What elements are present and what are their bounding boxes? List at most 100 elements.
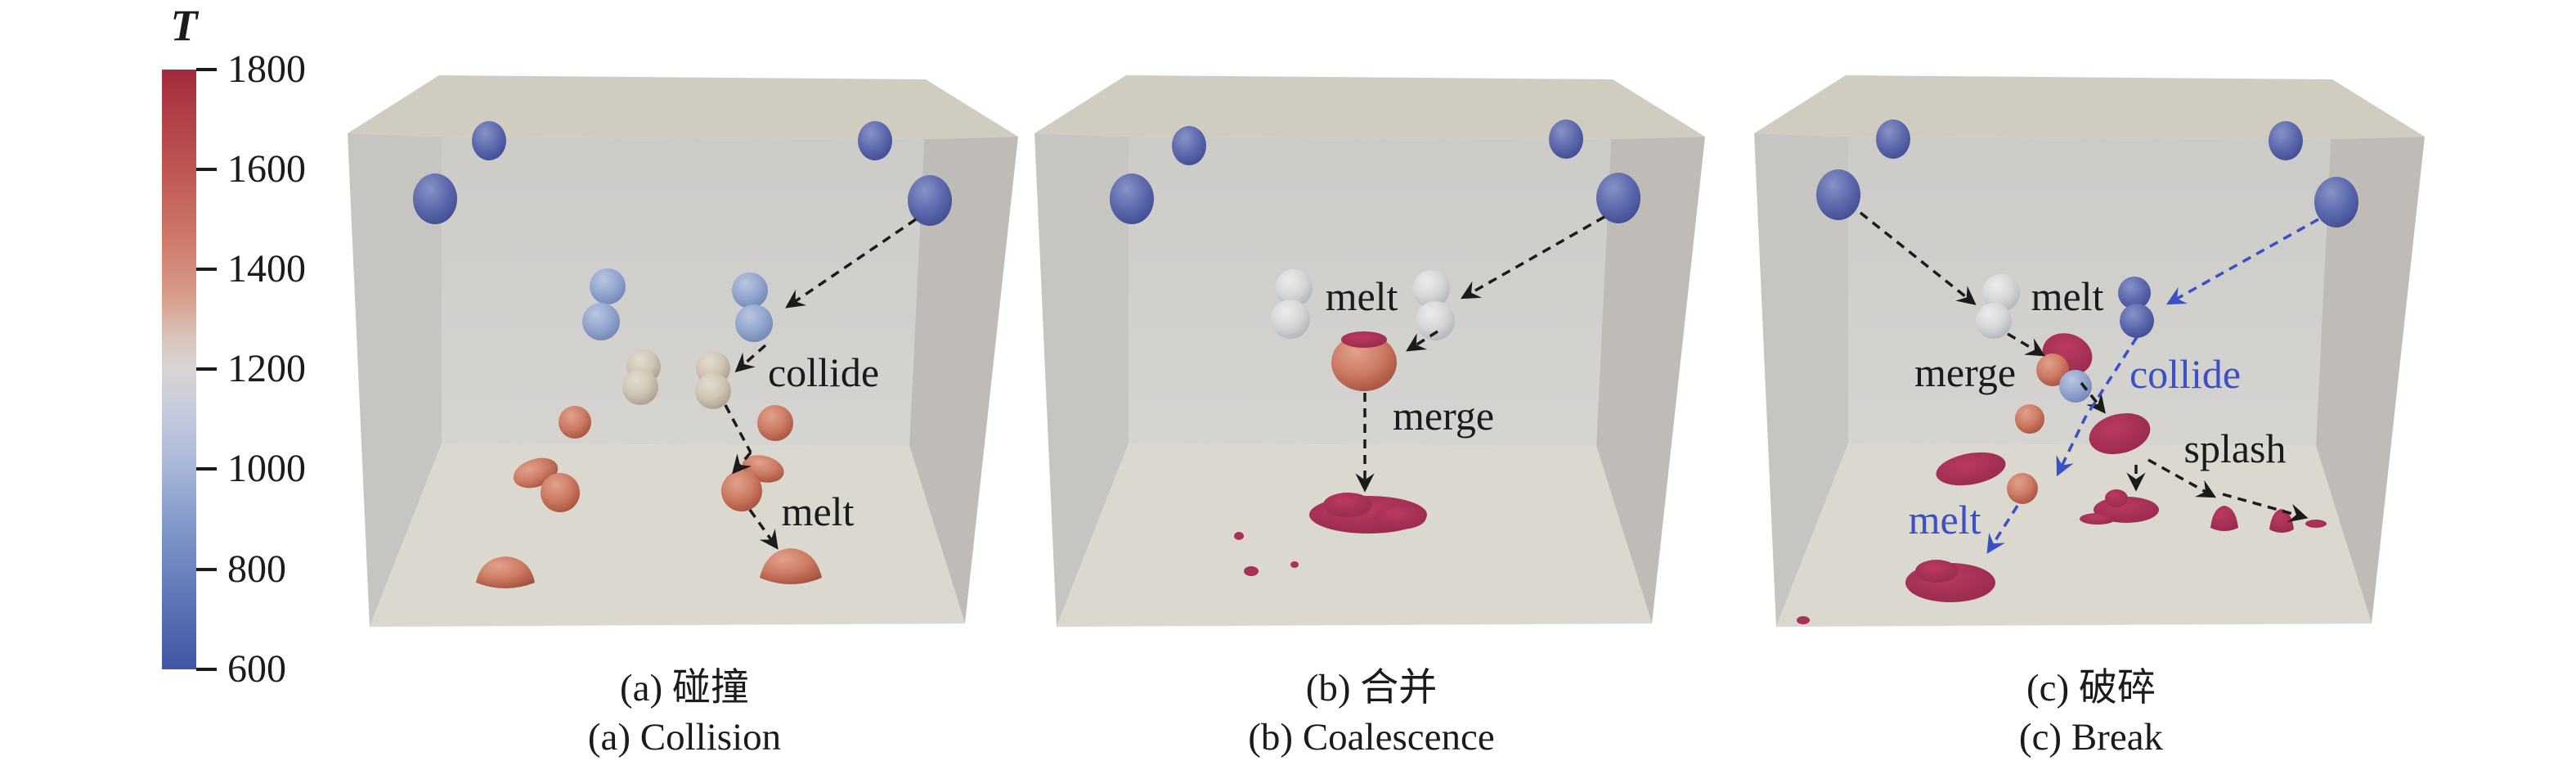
neutral-droplet-sphere: [1275, 269, 1313, 307]
dashed-arrow-splash-2: [2222, 493, 2309, 523]
dashed-arrow-fall: [785, 218, 917, 308]
panel-b-arrows: [1355, 215, 1605, 493]
box-ceiling: [1754, 75, 2425, 139]
cool-droplet-sphere: [582, 303, 620, 340]
box-ceiling: [348, 75, 1018, 139]
dashed-arrow-fall-left: [1859, 211, 1977, 305]
neutral-droplet-sphere: [1416, 301, 1455, 340]
melt-dome-blob: [760, 548, 822, 584]
panel-b-box: [1034, 75, 1705, 627]
panel-a-box: [348, 75, 1018, 627]
label-melt: melt: [1326, 273, 1398, 319]
dashed-arrow-melt: [748, 508, 779, 550]
label-merge: merge: [1393, 393, 1494, 439]
panel-a-particles: [413, 121, 952, 588]
dashed-arrow-fall-right-blue: [2165, 218, 2319, 305]
colorbar-label-1400: 1400: [227, 247, 306, 290]
colorbar-tick: [196, 467, 217, 471]
caption-a-zh: (a) 碰撞: [620, 667, 749, 709]
box-right-wall: [2316, 137, 2425, 624]
break-blob: [1936, 452, 2006, 486]
neutral-droplet-sphere: [1982, 274, 2020, 312]
cold-droplet-sphere: [413, 173, 457, 224]
box-floor: [370, 444, 965, 627]
floor-melt-pool: [1309, 493, 1427, 534]
colorbar-label-1600: 1600: [227, 147, 306, 191]
splash-droplet: [2305, 520, 2327, 528]
hot-droplet-sphere: [2036, 353, 2069, 386]
colorbar-tick: [196, 168, 217, 171]
panel-a-arrows: [724, 218, 917, 550]
melt-speck: [1234, 532, 1244, 540]
melt-speck: [1244, 566, 1259, 576]
cold-droplet-sphere: [2120, 304, 2154, 338]
cold-droplet-sphere: [858, 121, 892, 160]
dashed-arrow-merge: [2007, 332, 2046, 357]
panel-b-3d-view: melt merge: [1034, 75, 1705, 627]
dashed-arrow-descend: [724, 404, 752, 453]
merged-droplet-crimson-cap: [1341, 331, 1387, 348]
cold-droplet-sphere: [2269, 121, 2303, 160]
merged-droplet: [1331, 334, 1397, 391]
cold-droplet-sphere: [2314, 177, 2358, 227]
cool-droplet-sphere: [2059, 370, 2092, 403]
dashed-arrow-fall: [1460, 215, 1605, 299]
caption-b-en: (b) Coalescence: [1248, 716, 1495, 759]
cold-droplet-sphere: [1876, 119, 1910, 159]
cool-droplet-sphere: [735, 304, 773, 342]
cold-droplet-sphere: [2118, 277, 2151, 309]
break-blob: [2089, 412, 2151, 455]
label-melt-black: melt: [2031, 273, 2104, 319]
cold-droplet-sphere: [908, 175, 952, 226]
panel-a-3d-view: collide melt: [348, 75, 1018, 627]
label-melt-blue: melt: [1909, 497, 1981, 543]
colorbar-gradient: [162, 70, 196, 669]
colorbar-tick: [196, 568, 217, 571]
colorbar-tick: [196, 68, 217, 71]
colorbar-label-800: 800: [227, 547, 286, 591]
colorbar-tick: [196, 367, 217, 371]
box-right-wall: [909, 137, 1018, 624]
hot-droplet-sphere: [721, 471, 762, 511]
label-melt: melt: [782, 489, 855, 534]
panel-c-black-arrows: [1859, 211, 2309, 523]
panel-c-3d-view: melt merge collide splash melt: [1754, 75, 2425, 627]
label-merge: merge: [1914, 349, 2016, 395]
box-left-wall: [348, 133, 442, 627]
caption-c-en: (c) Break: [2018, 716, 2164, 759]
caption-c-zh: (c) 破碎: [2026, 667, 2156, 709]
colorbar-label-1800: 1800: [227, 47, 306, 91]
label-collide-blue: collide: [2129, 351, 2241, 397]
cold-droplet-sphere: [1172, 126, 1206, 165]
colorbar-label-1200: 1200: [227, 347, 306, 390]
box-back-wall: [1848, 137, 2331, 446]
cold-droplet-sphere: [1596, 173, 1640, 223]
warm-droplet-sphere: [622, 369, 658, 405]
floor-melt-pool: [1905, 560, 1995, 602]
melt-speck: [1797, 616, 1810, 624]
cool-droplet-sphere: [732, 272, 768, 308]
floor-splash-pool: [2080, 489, 2159, 525]
box-left-wall: [1754, 133, 1848, 627]
cool-droplet-sphere: [590, 268, 626, 304]
box-back-wall: [1129, 137, 1611, 446]
colorbar-tick: [196, 668, 217, 671]
box-ceiling: [1034, 75, 1705, 139]
panel-b-particles: [1110, 119, 1640, 576]
box-right-wall: [1596, 137, 1705, 624]
caption-a-en: (a) Collision: [587, 716, 782, 759]
label-splash: splash: [2184, 426, 2287, 471]
caption-b-zh: (b) 合并: [1305, 667, 1438, 709]
warm-droplet-sphere: [695, 373, 731, 409]
hot-droplet-sphere: [757, 405, 793, 441]
neutral-droplet-sphere: [1412, 270, 1450, 308]
splash-droplet: [2210, 506, 2238, 531]
colorbar-tick: [196, 268, 217, 271]
hot-droplet-sphere: [2015, 404, 2044, 434]
dashed-arrow-descend: [2080, 381, 2106, 414]
colorbar-label-600: 600: [227, 647, 286, 691]
melt-dome-blob: [476, 556, 535, 588]
dashed-arrow-collide-blue: [2056, 336, 2138, 477]
cold-droplet-sphere: [472, 121, 506, 160]
